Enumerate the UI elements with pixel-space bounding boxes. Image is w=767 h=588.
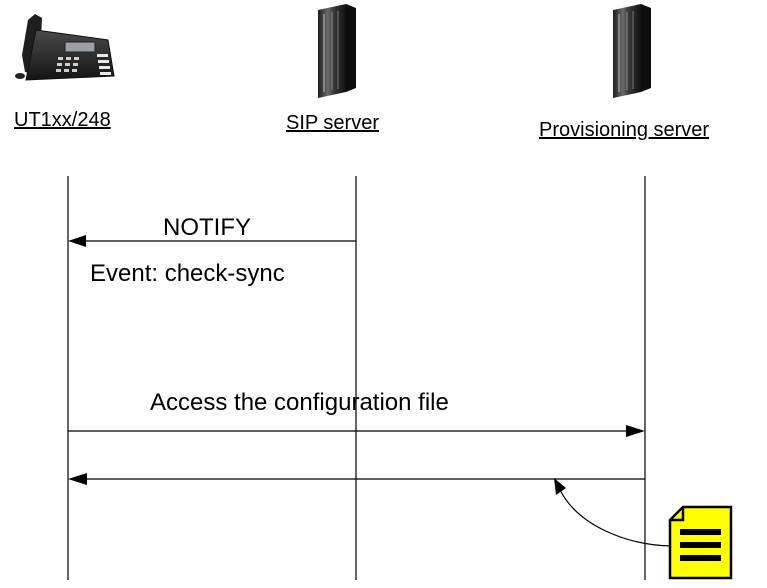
document-icon <box>668 505 733 580</box>
document-connector-line <box>559 489 673 547</box>
participant-phone-label: UT1xx/248 <box>14 109 111 131</box>
access-config-message-label: Access the configuration file <box>150 389 449 416</box>
server-tower-icon <box>318 4 356 98</box>
notify-message-label: NOTIFY <box>163 214 251 241</box>
access-config-arrowhead <box>626 425 645 437</box>
document-connector-arrowhead <box>554 478 566 495</box>
response-arrowhead <box>68 473 87 485</box>
participant-sip-server-label: SIP server <box>286 112 379 134</box>
participant-provisioning-server-label: Provisioning server <box>539 119 709 141</box>
notify-arrowhead <box>68 235 86 247</box>
server-tower-icon <box>613 4 651 98</box>
desk-phone-icon <box>15 14 115 81</box>
notify-event-label: Event: check-sync <box>90 260 285 287</box>
